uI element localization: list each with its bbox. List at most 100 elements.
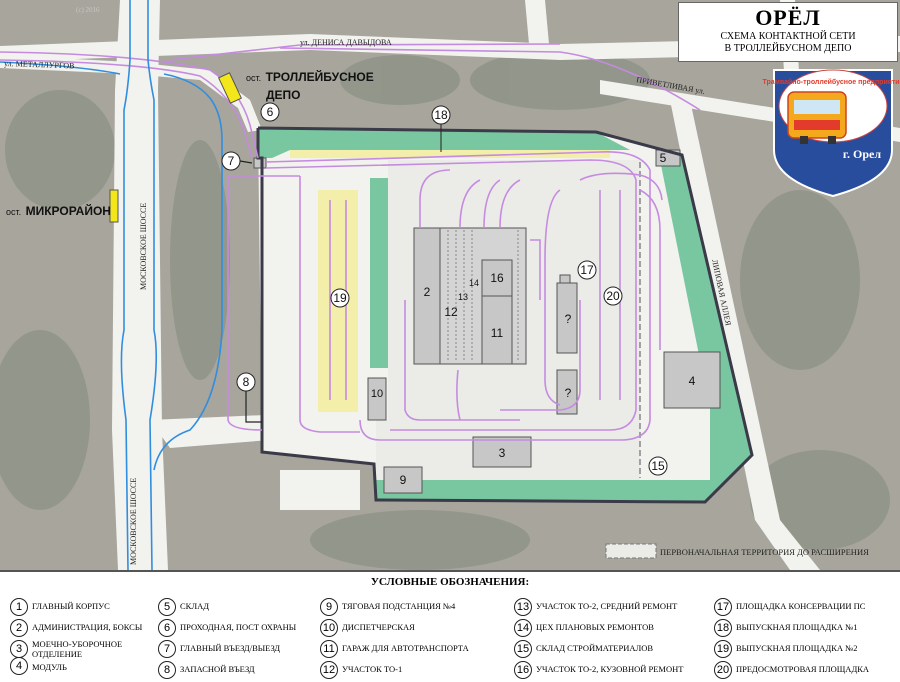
legend-num: 1 bbox=[10, 598, 28, 616]
building-2 bbox=[413, 227, 441, 365]
map-label-3: 3 bbox=[499, 446, 506, 460]
stop-micro-name: МИКРОРАЙОН bbox=[25, 204, 111, 218]
legend-num: 18 bbox=[714, 619, 732, 637]
legend-text: ТЯГОВАЯ ПОДСТАНЦИЯ №4 bbox=[342, 601, 456, 611]
map-label-5: 5 bbox=[660, 151, 667, 165]
road-side-center bbox=[525, 0, 550, 55]
depot-emblem: Трамвайно-троллейбусное предприятие г. О… bbox=[763, 69, 900, 198]
stop-depot-line1: ТРОЛЛЕЙБУСНОЕ bbox=[265, 70, 374, 84]
legend-num: 5 bbox=[158, 598, 176, 616]
map-label-6: 6 bbox=[267, 105, 274, 119]
road-metallurgov bbox=[0, 55, 262, 132]
legend-num: 17 bbox=[714, 598, 732, 616]
legend-num: 20 bbox=[714, 661, 732, 679]
emblem-arc-text: Трамвайно-троллейбусное предприятие bbox=[763, 78, 900, 86]
tree-areas bbox=[0, 50, 890, 570]
stop-depot-label: ост. ТРОЛЛЕЙБУСНОЕ ДЕПО bbox=[246, 68, 374, 104]
map-label-11: 11 bbox=[491, 326, 504, 340]
legend-num: 3 bbox=[10, 640, 28, 658]
legend-text: ЗАПАСНОЙ ВЪЕЗД bbox=[180, 664, 255, 674]
legend-text: СКЛАД СТРОЙМАТЕРИАЛОВ bbox=[536, 643, 654, 653]
map-label-7: 7 bbox=[228, 154, 235, 168]
map-title-line1: СХЕМА КОНТАКТНОЙ СЕТИ bbox=[720, 31, 856, 42]
map-label-8: 8 bbox=[243, 375, 250, 389]
map-circle-markers: 6 7 8 18 19 17 20 15 bbox=[221, 102, 668, 476]
legend-text: УЧАСТОК ТО-2, СРЕДНИЙ РЕМОНТ bbox=[536, 601, 678, 611]
legend-num: 4 bbox=[10, 657, 28, 675]
road-davydova bbox=[0, 34, 900, 62]
map-label-2: 2 bbox=[424, 285, 431, 299]
map-title-line2: В ТРОЛЛЕЙБУСНОМ ДЕПО bbox=[724, 43, 852, 54]
emblem-city: г. Орел bbox=[843, 147, 881, 161]
building-16 bbox=[481, 259, 513, 297]
legend-num: 7 bbox=[158, 640, 176, 658]
stop-depot-prefix: ост. bbox=[246, 73, 262, 83]
legend-title: УСЛОВНЫЕ ОБОЗНАЧЕНИЯ: bbox=[370, 576, 530, 588]
street-metallurgov: ул. МЕТАЛЛУРГОВ bbox=[4, 59, 75, 70]
legend-num: 6 bbox=[158, 619, 176, 637]
stop-micro-marker bbox=[109, 189, 119, 223]
legend-num: 8 bbox=[158, 661, 176, 679]
legend-text: ГАРАЖ ДЛЯ АВТОТРАНСПОРТА bbox=[342, 643, 469, 653]
legend-text: ВЫПУСКНАЯ ПЛОЩАДКА №1 bbox=[736, 622, 858, 632]
map-label-4: 4 bbox=[689, 374, 696, 388]
road-entrance-lower bbox=[150, 415, 270, 448]
stop-depot-line2: ДЕПО bbox=[266, 88, 301, 102]
legend-text: ПЛОЩАДКА КОНСЕРВАЦИИ ПС bbox=[736, 601, 866, 611]
map-label-18: 18 bbox=[434, 108, 448, 122]
map-label-9: 9 bbox=[400, 473, 407, 487]
stop-micro-prefix: ост. bbox=[6, 207, 22, 217]
legend-text: УЧАСТОК ТО-2, КУЗОВНОЙ РЕМОНТ bbox=[536, 664, 684, 674]
stop-micro-label: ост. МИКРОРАЙОН bbox=[6, 202, 111, 220]
building-q2 bbox=[556, 369, 578, 415]
map-label-10: 10 bbox=[371, 388, 383, 400]
legend-num: 13 bbox=[514, 598, 532, 616]
legend-text: ГЛАВНЫЙ ВЪЕЗД/ВЫЕЗД bbox=[180, 643, 280, 653]
highway-wires bbox=[0, 0, 223, 570]
legend-num: 9 bbox=[320, 598, 338, 616]
legend-text: СКЛАД bbox=[180, 601, 210, 611]
building-small bbox=[559, 274, 571, 284]
map-label-16: 16 bbox=[490, 271, 504, 285]
map-label-17: 17 bbox=[580, 263, 594, 277]
street-moskovskoe-lower: МОСКОВСКОЕ ШОССЕ bbox=[129, 478, 138, 565]
map-label-19: 19 bbox=[333, 291, 347, 305]
map-label-20: 20 bbox=[606, 289, 620, 303]
initial-territory-swatch bbox=[605, 543, 657, 559]
stop-depot-marker bbox=[217, 72, 243, 104]
legend-num: 12 bbox=[320, 661, 338, 679]
map-title-city: ОРЁЛ bbox=[755, 5, 821, 30]
legend-text: ДИСПЕТЧЕРСКАЯ bbox=[342, 622, 415, 632]
map-label-12: 12 bbox=[444, 305, 458, 319]
depot-map: ул. ДЕНИСА ДАВЫДОВА ул. МЕТАЛЛУРГОВ ПРИВ… bbox=[0, 0, 900, 570]
building-4 bbox=[663, 351, 721, 409]
road-lower bbox=[280, 470, 360, 510]
legend-text: МОДУЛЬ bbox=[32, 662, 67, 672]
map-label-q1: ? bbox=[565, 312, 572, 326]
legend-text: ЦЕХ ПЛАНОВЫХ РЕМОНТОВ bbox=[536, 622, 654, 632]
legend-text: ПРОХОДНАЯ, ПОСТ ОХРАНЫ bbox=[180, 622, 297, 632]
initial-territory-label: ПЕРВОНАЧАЛЬНАЯ ТЕРРИТОРИЯ ДО РАСШИРЕНИЯ bbox=[660, 547, 869, 557]
legend-text: МОЕЧНО-УБОРОЧНОЕ ОТДЕЛЕНИЕ bbox=[32, 639, 123, 659]
legend-text: АДМИНИСТРАЦИЯ, БОКСЫ bbox=[32, 622, 143, 632]
road-lipovaya bbox=[670, 100, 820, 570]
building-11 bbox=[481, 295, 513, 365]
building-3 bbox=[472, 436, 532, 468]
buildings bbox=[253, 149, 721, 494]
legend-num: 2 bbox=[10, 619, 28, 637]
legend-num: 16 bbox=[514, 661, 532, 679]
street-davydova: ул. ДЕНИСА ДАВЫДОВА bbox=[300, 38, 392, 47]
map-label-14: 14 bbox=[469, 278, 479, 288]
building-9 bbox=[383, 466, 423, 494]
map-label-q2: ? bbox=[565, 386, 572, 400]
legend-num: 11 bbox=[320, 640, 338, 658]
map-number-markers: 2 12 13 14 16 11 ? ? 10 3 4 5 9 bbox=[371, 151, 696, 487]
main-building-bays bbox=[447, 230, 519, 362]
map-label-15: 15 bbox=[651, 459, 665, 473]
legend-num: 19 bbox=[714, 640, 732, 658]
legend-text: ВЫПУСКНАЯ ПЛОЩАДКА №2 bbox=[736, 643, 858, 653]
map-label-13: 13 bbox=[458, 292, 468, 302]
watermark-text: (c) 2016 bbox=[76, 6, 100, 14]
street-moskovskoe-upper: МОСКОВСКОЕ ШОССЕ bbox=[139, 203, 148, 290]
legend-num: 10 bbox=[320, 619, 338, 637]
